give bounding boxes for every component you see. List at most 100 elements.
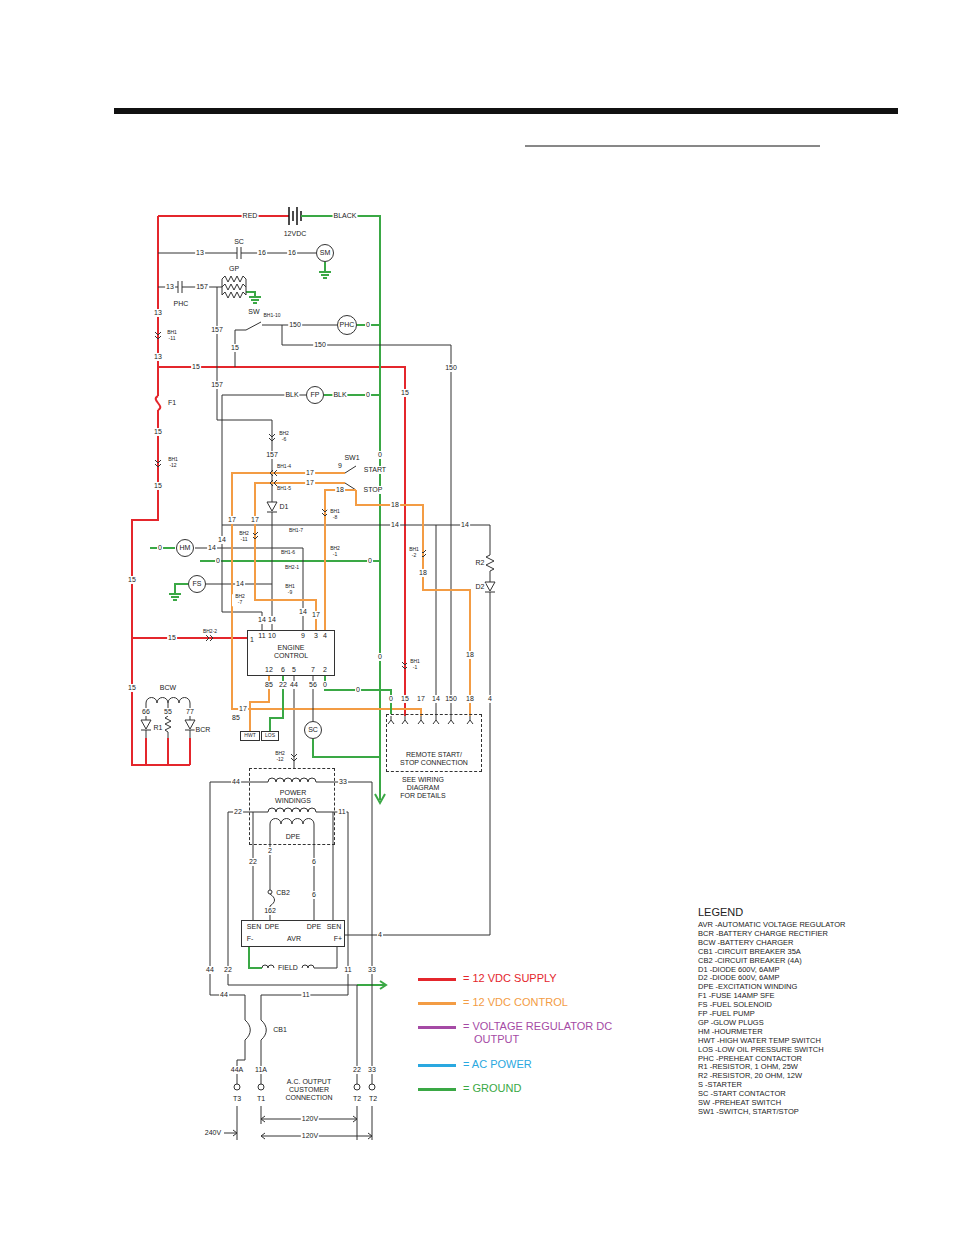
wire-number: 44	[205, 966, 215, 974]
wire-number: 14	[217, 536, 227, 544]
control-wire	[268, 808, 316, 812]
node-text: FP	[311, 391, 320, 399]
wire-number: 0	[365, 391, 371, 399]
plug-connector	[270, 480, 277, 486]
legend-label: = 12 VDC CONTROL	[463, 996, 624, 1009]
wire-number: 0	[388, 695, 394, 703]
wire-number: T1	[256, 1095, 266, 1103]
wire-number: 150	[313, 341, 327, 349]
wire-number: CB2	[275, 889, 291, 897]
wire-number: 6	[311, 858, 317, 866]
control-wire	[185, 703, 195, 738]
legend-entry: F1 -FUSE 14AMP SFE	[697, 992, 776, 1001]
wire-number: BH2-1	[284, 565, 300, 571]
legend-entry: HM -HOURMETER	[697, 1027, 764, 1036]
wire-number: BLACK	[333, 212, 358, 220]
fuel-solenoid-symbol: FS	[188, 575, 206, 593]
control-wire	[267, 502, 277, 630]
wire-number: 11	[337, 808, 346, 816]
wire-number: D1	[279, 503, 290, 511]
wire-number: 44A	[230, 1066, 244, 1074]
wire-number: SC	[233, 238, 245, 246]
control-wire	[141, 247, 495, 1140]
legend-entry: CB1 -CIRCUIT BREAKER 35A	[697, 947, 802, 956]
wire-number: 66	[141, 708, 151, 716]
node-text: DPE	[265, 923, 279, 931]
wire-number: R2	[475, 559, 486, 567]
wire-number: 56	[308, 681, 318, 689]
wire-number: T2	[368, 1095, 378, 1103]
wire-number: 4	[377, 931, 383, 939]
wire-number: 7	[310, 666, 316, 674]
legend-entry: D2 -DIODE 600V, 6AMP	[697, 974, 780, 983]
wire-number: 15	[167, 634, 177, 642]
wire-number: 11	[343, 966, 352, 974]
node-text: SC	[308, 726, 318, 734]
wire-number: PHC	[173, 300, 190, 308]
ground-wire	[169, 584, 188, 600]
generator-windings-box: POWER WINDINGSDPE	[249, 768, 335, 845]
wire-number: 44	[219, 991, 229, 999]
legend-entry: FS -FUEL SOLENOID	[697, 1001, 773, 1010]
header-rule	[114, 108, 898, 114]
wire-number: BH1 -12	[165, 457, 181, 469]
ground-wire	[301, 216, 380, 800]
ground-wire	[200, 560, 380, 562]
wire-number: 9	[300, 632, 306, 640]
legend-entry: PHC -PREHEAT CONTACTOR	[697, 1054, 803, 1063]
wire-number: BCW	[159, 684, 177, 692]
wire-number: 12VDC	[283, 230, 308, 238]
preheat-contactor-coil: PHC	[337, 315, 358, 336]
plug-connector	[270, 470, 277, 476]
wire-number: 15	[400, 695, 410, 703]
wire-number: 2	[267, 847, 273, 855]
control-wire	[210, 782, 245, 1020]
control-wire	[253, 812, 333, 920]
wire-number: 12	[264, 666, 274, 674]
node-text: F+	[334, 935, 342, 943]
wire-connector	[325, 676, 391, 714]
wire-number: 55	[163, 708, 173, 716]
wire-number: 120V	[301, 1115, 319, 1123]
supply-wire	[156, 396, 161, 410]
legend-entry: LOS -LOW OIL PRESSURE SWITCH	[697, 1045, 825, 1054]
wire-number: BH1-10	[263, 313, 282, 319]
supply-wire	[132, 637, 247, 639]
wire-number: BH1 -9	[282, 584, 298, 596]
plug-connector	[291, 754, 297, 761]
wire-number: 1	[249, 636, 255, 644]
wire-number: 17	[227, 516, 237, 524]
wire-number: A.C. OUTPUT CUSTOMER CONNECTION	[266, 1078, 352, 1102]
wire-number: BH2 -6	[276, 431, 292, 443]
node-text: POWER WINDINGS	[273, 789, 313, 805]
control-wire	[486, 525, 494, 582]
control-wire	[245, 1020, 266, 1040]
wire-number: 150	[444, 695, 458, 703]
wire-number: T2	[352, 1095, 362, 1103]
node-text: FS	[193, 580, 202, 588]
wire-number: 120V	[301, 1132, 319, 1140]
wire-number: 15	[191, 363, 201, 371]
wire-number: 15	[127, 684, 137, 692]
legend-entry: BCR -BATTERY CHARGE RECTIFIER	[697, 930, 829, 939]
terminal-symbol	[258, 1084, 264, 1090]
wire-number: 14	[431, 695, 441, 703]
wire-number: 18	[465, 695, 475, 703]
wire-number: 240V	[204, 1129, 222, 1137]
wire-number: 17	[305, 479, 315, 487]
wire-number: SW	[247, 308, 260, 316]
control-wire-orange	[232, 473, 470, 716]
wire-number: RED	[242, 212, 259, 220]
wire-number: SW1	[343, 454, 360, 462]
wire-number: BH1 -11	[164, 330, 180, 342]
control-wire	[294, 676, 295, 768]
wire-number: 11A	[254, 1066, 268, 1074]
node-text: LOS	[265, 733, 275, 739]
wire-number: 11	[301, 991, 310, 999]
wire-number: 5	[291, 666, 297, 674]
wire-number: BH1 -2	[406, 547, 422, 559]
terminal-symbol	[234, 1084, 240, 1090]
supply-wire	[132, 216, 405, 765]
remote-terminal	[418, 716, 424, 724]
wire-number: 14	[267, 616, 277, 624]
